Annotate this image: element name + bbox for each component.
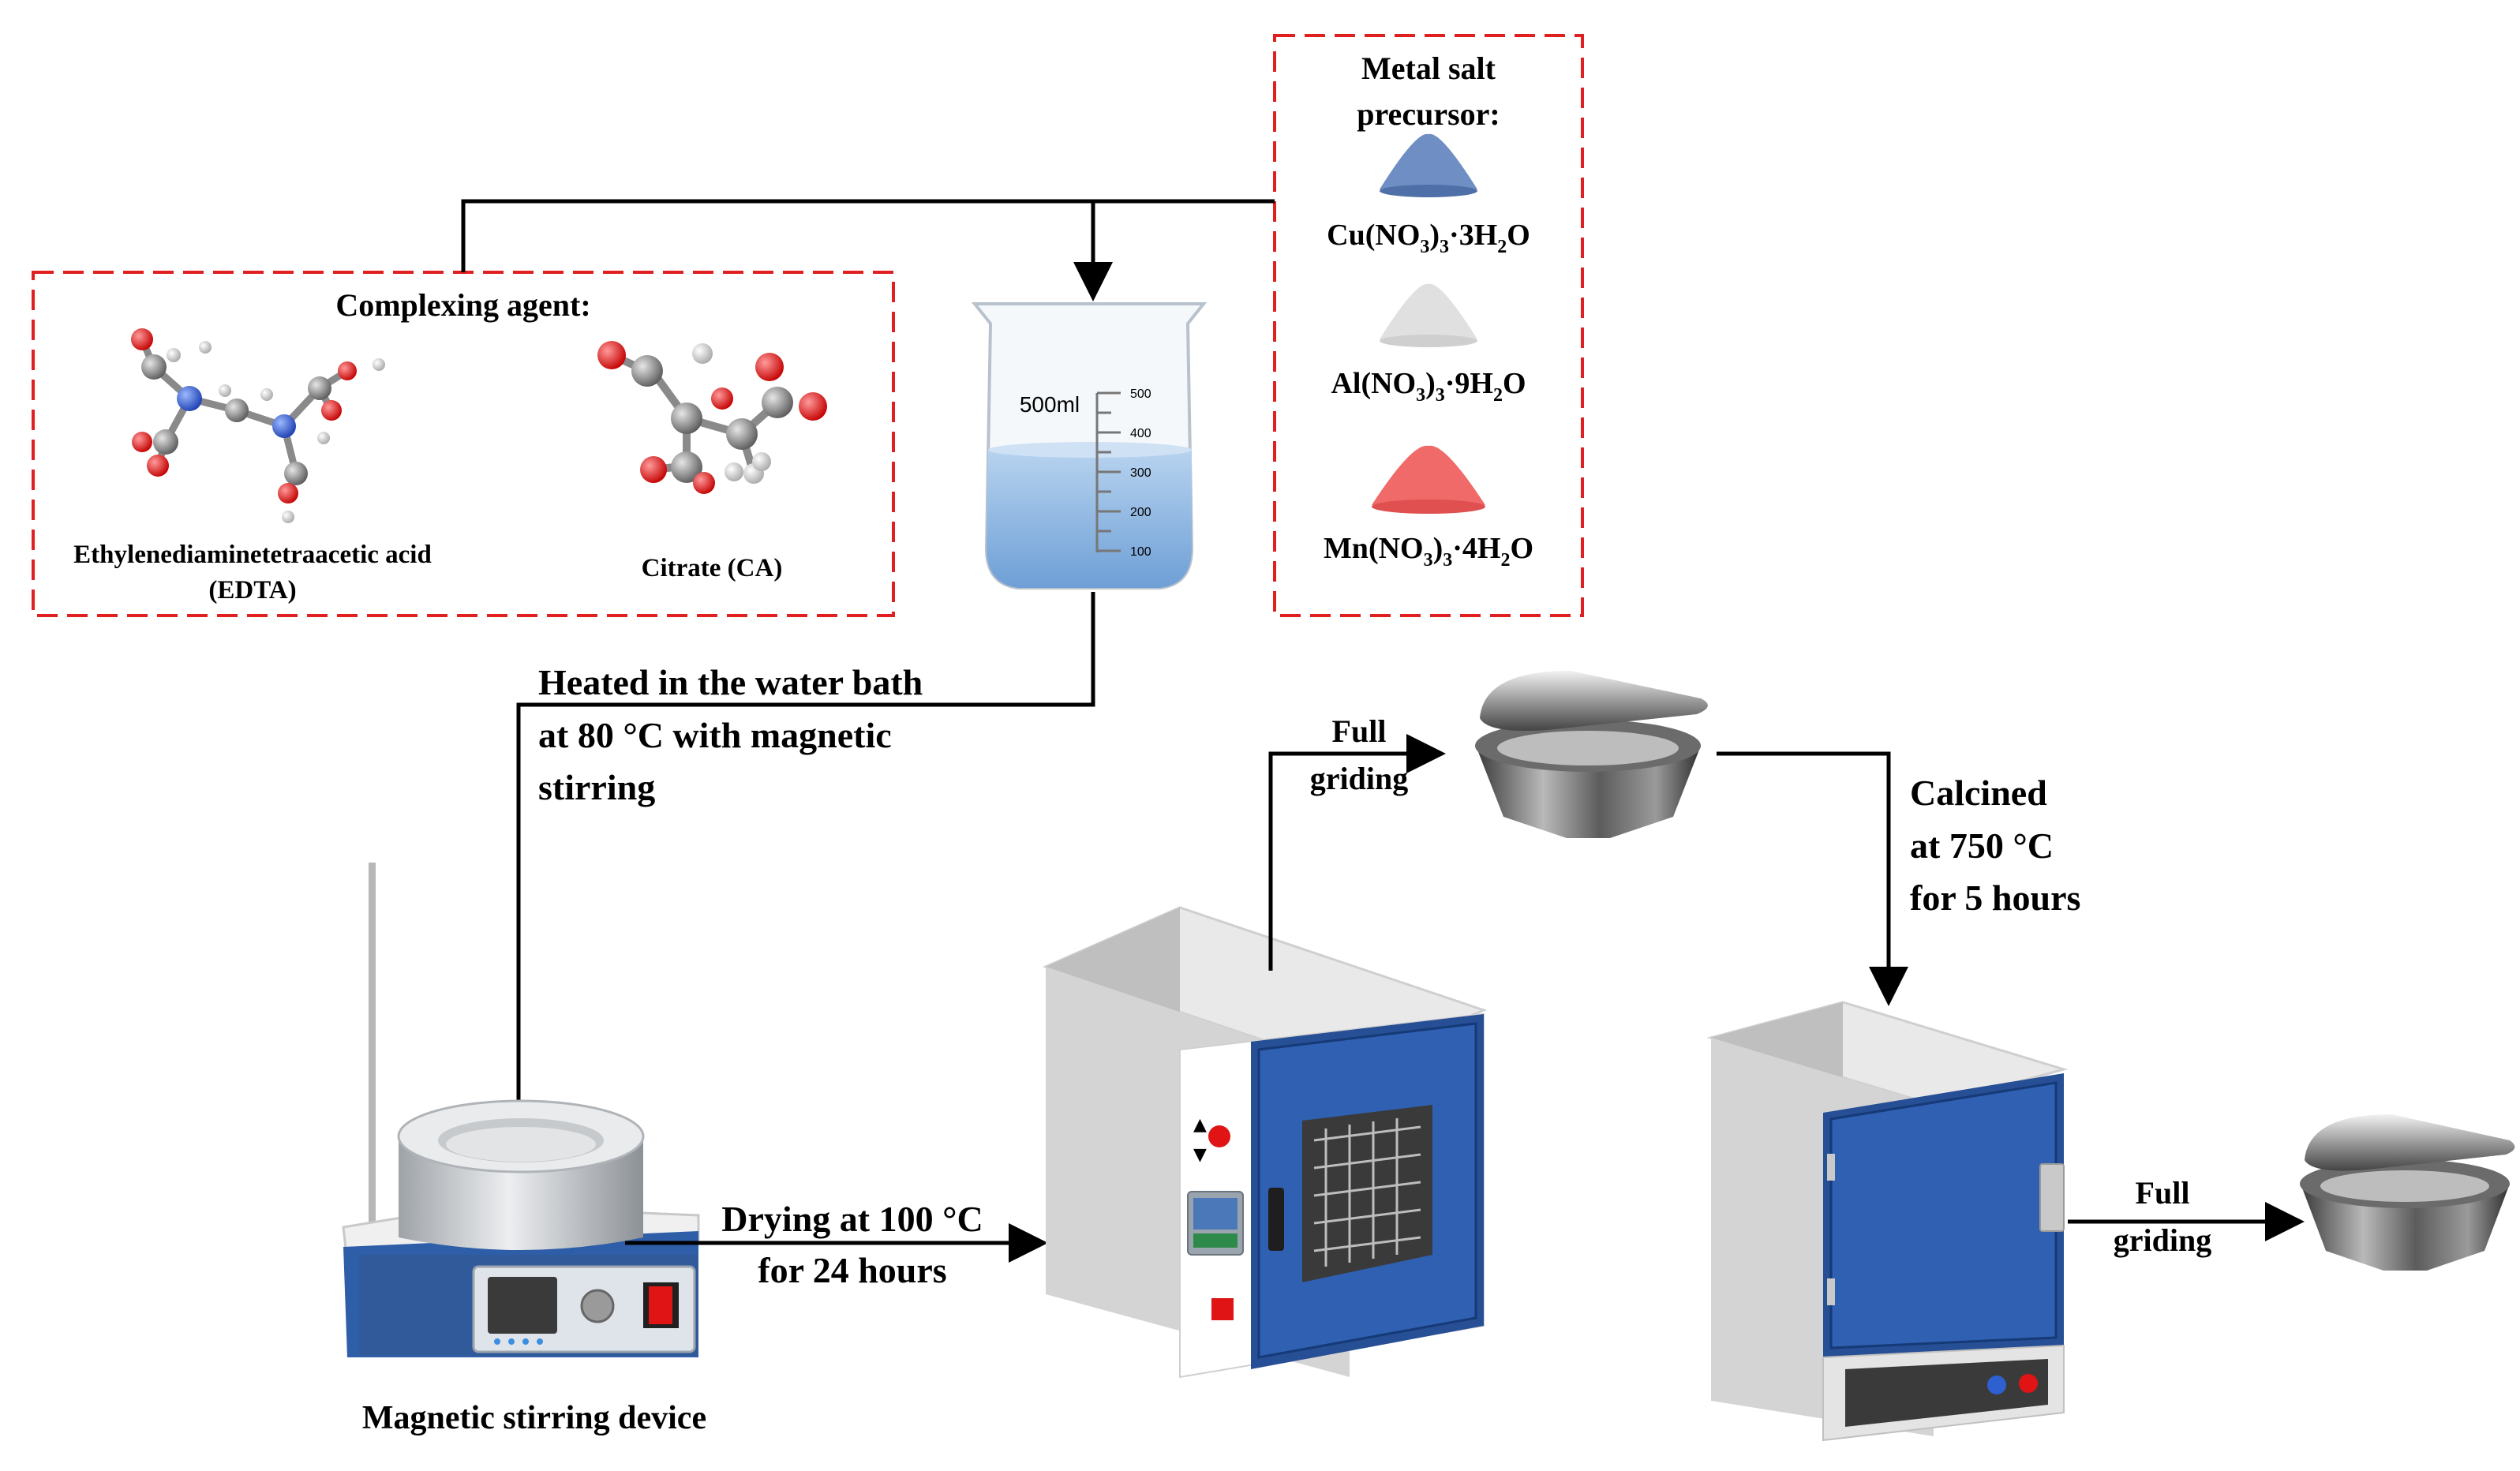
- stirrer-label: Magnetic stirring device: [362, 1400, 706, 1436]
- metal-salt-title-line1: Metal salt: [1361, 51, 1496, 86]
- calc-line3: for 5 hours: [1910, 878, 2080, 918]
- oven-door-handle: [1268, 1188, 1284, 1251]
- oven-arrow-up-icon: ▲: [1193, 1115, 1207, 1135]
- furnace-door: [1829, 1081, 2058, 1349]
- grind1-line2: griding: [1310, 761, 1408, 796]
- dry-step-line1: Drying at 100 °C: [721, 1199, 983, 1239]
- edta-label-line2: (EDTA): [208, 576, 296, 604]
- beaker-tick-200: 200: [1130, 506, 1151, 519]
- beaker-tick-100: 100: [1130, 545, 1151, 559]
- furnace-red-button: [2019, 1374, 2038, 1393]
- mortar-pestle-icon-1: [1475, 671, 1708, 838]
- oven-power-button: [1208, 1125, 1230, 1147]
- edta-atoms: [131, 328, 385, 523]
- furnace-blue-button: [1987, 1376, 2006, 1394]
- edta-label-line1: Ethylenediaminetetraacetic acid: [73, 541, 432, 569]
- beaker-liquid: [987, 450, 1192, 588]
- oven-arrow-down-icon: ▼: [1193, 1145, 1207, 1165]
- magnetic-stirrer-icon: [342, 863, 700, 1357]
- citrate-label: Citrate (CA): [642, 554, 783, 582]
- dry-step-line2: for 24 hours: [758, 1250, 946, 1290]
- beaker-tick-300: 300: [1130, 466, 1151, 480]
- mn-salt-label: Mn(NO3)3·4H2O: [1324, 532, 1533, 571]
- cu-salt-powder-icon: [1380, 133, 1477, 197]
- grind2-line1: Full: [2136, 1175, 2190, 1211]
- muffle-furnace-icon: [1706, 1001, 2069, 1442]
- oven-red-switch-icon: [1211, 1298, 1234, 1320]
- grind2-line2: griding: [2114, 1222, 2211, 1258]
- beaker-icon: 500ml 500 400 300 200 100: [971, 302, 1208, 590]
- al-salt-powder-icon: [1380, 283, 1477, 346]
- metal-salt-title-line2: precursor:: [1357, 96, 1500, 132]
- citrate-atoms: [597, 341, 827, 494]
- beaker-volume-label: 500ml: [1020, 392, 1080, 417]
- stirrer-knob-icon: [580, 1289, 615, 1323]
- mortar-to-furnace-arrow: [1717, 751, 1908, 1006]
- complexing-agent-title: Complexing agent:: [335, 287, 590, 323]
- beaker-tick-500: 500: [1130, 387, 1151, 401]
- mortar-pestle-icon-2: [2300, 1114, 2515, 1271]
- metal-salt-border: [1273, 34, 1584, 617]
- furnace-door-handle: [2039, 1163, 2065, 1232]
- mn-salt-powder-icon: [1372, 445, 1485, 513]
- cu-salt-label: Cu(NO3)3·3H2O: [1327, 219, 1530, 257]
- metal-salt-box: Metal salt precursor: Cu(NO3)3·3H2O Al(N…: [1273, 34, 1584, 617]
- beaker-to-stirrer-arrow: [499, 592, 1095, 1192]
- heat-step-line2: at 80 °C with magnetic: [538, 715, 892, 755]
- oven-window-grid: [1313, 1118, 1421, 1267]
- heat-step-line3: stirring: [538, 767, 655, 807]
- beaker-tick-400: 400: [1130, 427, 1151, 440]
- al-salt-label: Al(NO3)3·9H2O: [1331, 367, 1526, 406]
- complexing-agent-box: Complexing agent:: [32, 271, 895, 617]
- feed-connectors: [461, 199, 1275, 301]
- grind1-line1: Full: [1332, 713, 1387, 749]
- calc-line2: at 750 °C: [1910, 825, 2054, 866]
- calc-line1: Calcined: [1910, 773, 2047, 813]
- heat-step-line1: Heated in the water bath: [538, 662, 923, 702]
- oven-to-mortar-arrow: [1268, 734, 1446, 971]
- drying-oven-icon: ▲ ▼: [1042, 906, 1488, 1379]
- stirrer-switch-icon: [649, 1286, 672, 1324]
